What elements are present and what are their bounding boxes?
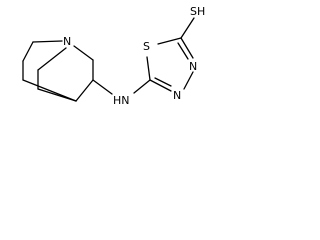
atom-label-thiadiazole-s: S	[143, 40, 150, 53]
bond-bridge-left-c4	[22, 79, 77, 102]
atom-label-thiadiazole-n-upper: N	[189, 60, 197, 73]
amine-bonds	[92, 79, 151, 95]
bond-n-c2	[73, 45, 94, 61]
bond-n4-c5	[149, 79, 172, 92]
atom-label-amine-nh: HN	[113, 94, 130, 107]
atom-label-thiadiazole-n-lower: N	[173, 89, 181, 102]
bond-c5-s	[146, 56, 151, 81]
bond-bridge-top-down	[22, 41, 34, 62]
bond-bridge-mid-c4	[37, 88, 77, 102]
bond-nh-c5	[133, 79, 151, 94]
quinuclidine-bonds	[22, 40, 94, 102]
structure-diagram: N HN S N N SH	[0, 0, 240, 132]
bond-s-c2	[157, 37, 182, 45]
bond-n-bridge-top	[32, 40, 63, 43]
atom-label-thiol-sh: SH	[190, 5, 205, 18]
bond-c2-n3-inner	[177, 42, 189, 60]
bond-n4-c5-inner	[154, 77, 172, 87]
bond-c2-n3	[180, 37, 194, 59]
thiadiazole-bonds	[146, 37, 194, 92]
bond-n3-n4	[183, 71, 194, 90]
bond-n-bridge-mid	[37, 47, 67, 71]
bond-c3-nh	[92, 79, 113, 95]
atom-label-quinuclidine-n: N	[63, 35, 71, 48]
bond-c3-c4	[75, 79, 94, 102]
bond-c2-sh	[180, 17, 195, 39]
molecule-drawing: N HN S N N SH	[22, 5, 205, 107]
